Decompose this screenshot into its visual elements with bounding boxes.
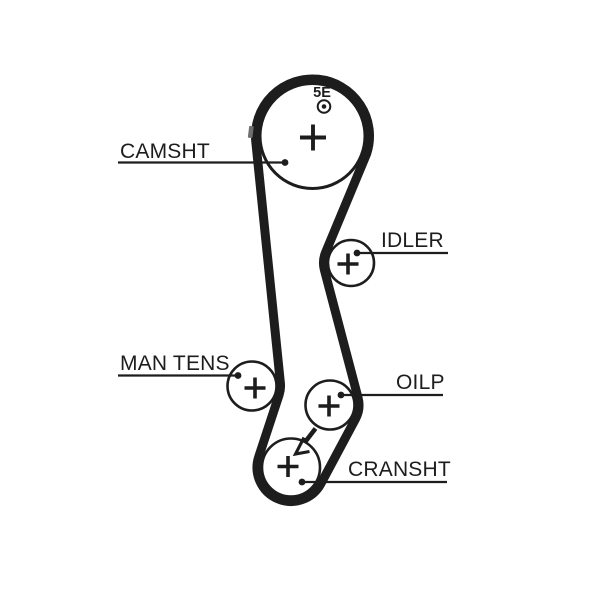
camsht-label: CAMSHT: [120, 140, 210, 163]
crank-timing-arrow-icon: [292, 427, 318, 457]
oilp-label: OILP: [396, 371, 445, 394]
idler-label: IDLER: [381, 229, 444, 252]
timing-belt: [251, 74, 374, 506]
man-tens-plus-icon: [244, 377, 266, 399]
oil-pump-pulley-circle: [304, 379, 356, 431]
camshaft-pulley-circle: [258, 82, 367, 190]
idler-plus-icon: [337, 253, 359, 275]
cransht-label: CRANSHT: [348, 458, 451, 481]
crankshaft-plus-icon: [277, 456, 299, 477]
cransht-leader-dot: [298, 478, 306, 486]
man-tens-pulley-circle: [226, 360, 278, 412]
camsht-leader-dot: [281, 159, 289, 166]
idler-leader-dot: [353, 249, 361, 257]
man-tens-leader-dot: [234, 372, 242, 379]
belt-timing-mark: [247, 125, 254, 139]
oilp-plus-icon: [318, 395, 340, 417]
circled-dot-icon: [316, 99, 332, 114]
crankshaft-pulley-circle: [260, 437, 322, 498]
idler-pulley-circle: [326, 238, 376, 288]
camshaft-plus-icon: [300, 124, 326, 151]
oilp-leader-dot: [337, 391, 345, 399]
man-tens-label: MAN TENS: [120, 352, 230, 375]
belt-mark-label: 5E: [313, 85, 331, 101]
